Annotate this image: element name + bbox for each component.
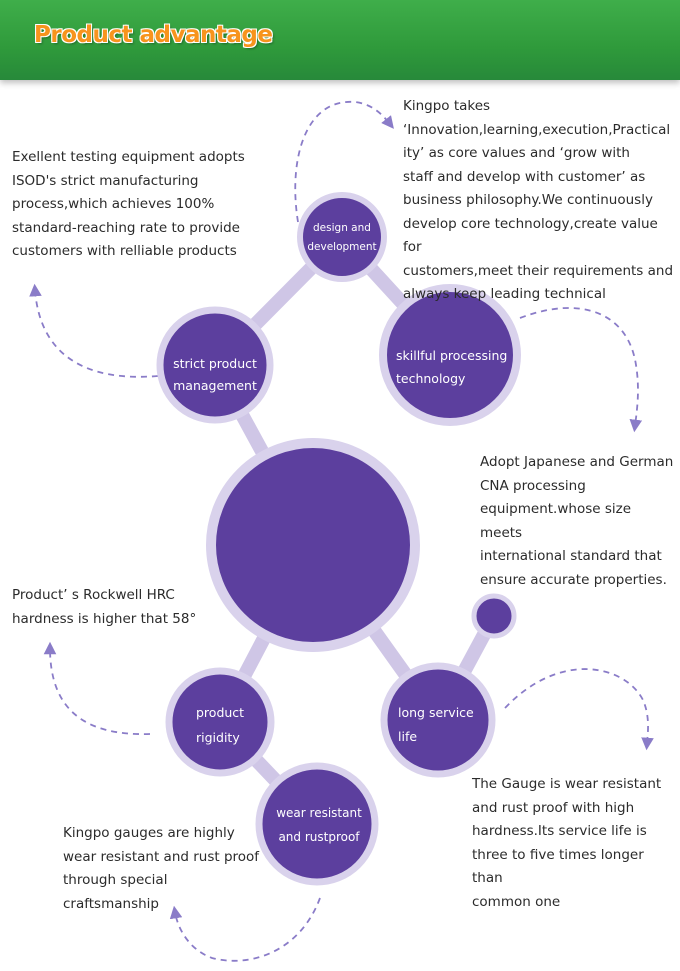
desc-product-rigidity: Product’ s Rockwell HRC hardness is high…: [12, 587, 197, 627]
desc-wear-resistant: Kingpo gauges are highly wear resistant …: [63, 825, 260, 912]
desc-long-service-life: The Gauge is wear resistant and rust pro…: [472, 776, 662, 910]
node-strict-circle: [156, 306, 274, 424]
desc-design-development: Kingpo takes ‘Innovation,learning,execut…: [403, 98, 674, 302]
node-design-label: design and development: [307, 222, 377, 253]
node-design-circle: [297, 192, 387, 282]
arrow-wear-to-text: [169, 897, 321, 962]
node-skillful-circle: [379, 284, 521, 426]
node-wear-circle: [255, 762, 379, 886]
dashed-arrows: [29, 101, 654, 962]
desc-strict-management: Exellent testing equipment adopts ISOD's…: [12, 149, 245, 259]
node-rigidity-circle: [165, 667, 275, 777]
node-strict-label: strict product management: [173, 356, 257, 393]
node-service-label: long service life: [398, 705, 474, 744]
node-center-label: [216, 488, 436, 604]
node-service-circle: [380, 662, 496, 778]
node-center-circle: [206, 438, 420, 652]
header-banner: Product advantage: [0, 0, 680, 80]
arrow-service-to-text: [504, 668, 654, 751]
arrow-skillful-to-text: [519, 307, 643, 433]
desc-skillful-processing: Adopt Japanese and German CNA processing…: [480, 454, 674, 588]
node-circles: [156, 192, 521, 886]
node-skillful-label: skillful processing technology: [396, 348, 508, 386]
arrow-rigidity-to-text: [43, 641, 151, 735]
node-rigidity-label: product rigidity: [196, 705, 245, 745]
page-title: Product advantage: [34, 22, 273, 48]
decorative-small-circle: [471, 593, 517, 639]
node-wear-label: wear resistant and rustproof: [276, 806, 362, 844]
arrow-design-to-text: [294, 101, 394, 223]
arrow-strict-to-text: [29, 283, 159, 378]
